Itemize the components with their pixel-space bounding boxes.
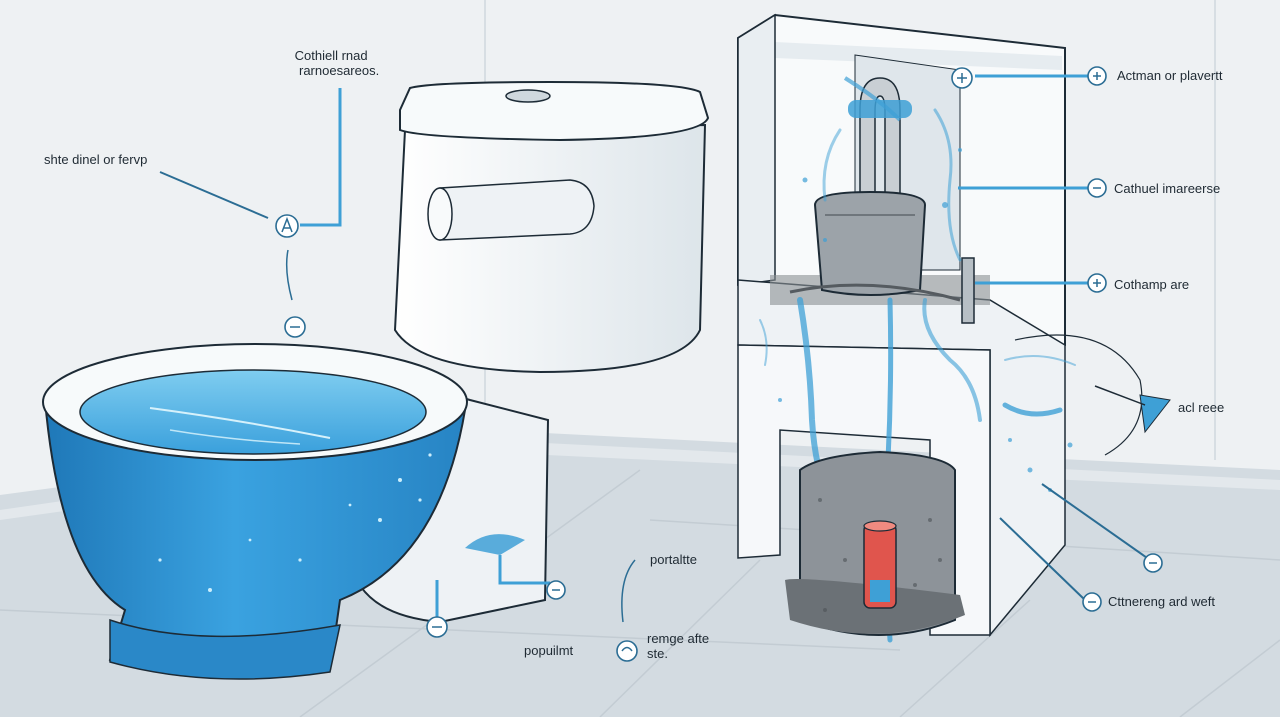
label-bottom-3-line2: ste. <box>647 646 668 661</box>
drain-chamber <box>785 450 965 636</box>
section-cut <box>1014 334 1171 456</box>
callout-markers <box>275 66 1163 662</box>
label-top-left-line1: Cothiell rnad <box>294 48 368 63</box>
callout-leaders <box>159 74 1151 623</box>
label-right-1: Actman or plavertt <box>1117 68 1223 83</box>
label-right-4: acl reee <box>1178 400 1225 415</box>
flow-arrow-bottom <box>465 534 525 555</box>
callout-marker-glyphs <box>281 72 1157 652</box>
label-top-left: Cothiell rnad rarnoesareos. <box>283 48 380 78</box>
label-left: shte dinel or fervp <box>44 152 148 167</box>
toilet-tank <box>393 80 710 374</box>
label-right-3: Cothamp are <box>1114 277 1190 292</box>
label-bottom-1: portaltte <box>650 552 697 567</box>
toilet-bowl <box>42 343 468 680</box>
label-bottom-2: popuilmt <box>524 643 574 658</box>
flow-arrow-top <box>843 76 902 122</box>
label-right-5: Cttnereng ard weft <box>1108 594 1215 609</box>
label-bottom-3: remge afte ste. <box>647 631 709 661</box>
label-right-2: Cathuel imareerse <box>1114 181 1221 196</box>
label-bottom-3-line1: remge afte <box>647 631 710 646</box>
label-top-left-line2: rarnoesareos. <box>299 63 380 78</box>
